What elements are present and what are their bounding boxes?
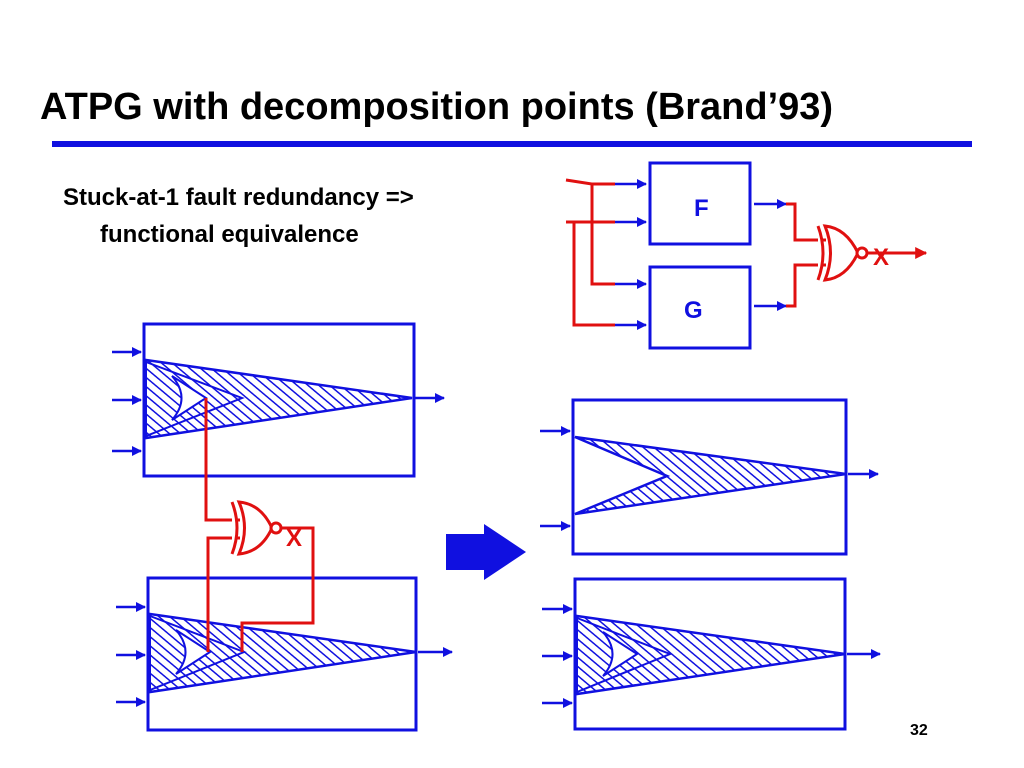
title-underline	[52, 141, 972, 147]
xnor-gate-icon	[816, 224, 869, 282]
block-g-label: G	[684, 297, 703, 324]
right-arrow-icon	[446, 524, 526, 580]
fg-circuit: F G X	[565, 161, 928, 350]
fault-mark-left: X	[286, 525, 302, 552]
right-circuits	[540, 398, 881, 731]
block-input-arrows	[615, 179, 647, 330]
circuit-right-lower-inputs	[542, 604, 573, 708]
cone-notch-right	[602, 631, 639, 677]
statement-line-1: Stuck-at-1 fault redundancy =>	[63, 184, 414, 211]
block-f-label: F	[694, 195, 709, 222]
xnor-gate-icon	[230, 500, 283, 556]
circuit-upper-inputs	[112, 347, 142, 456]
cone-notch-upper	[171, 375, 208, 421]
cone-notch-lower	[175, 629, 212, 675]
block-output-arrows	[754, 199, 787, 311]
primary-input-wires	[565, 178, 615, 327]
block-f	[648, 161, 752, 246]
fault-path-wires	[204, 398, 315, 652]
slide-title: ATPG with decomposition points (Brand’93…	[40, 86, 834, 128]
fault-mark-top: X	[873, 244, 889, 271]
circuit-lower-inputs	[116, 602, 146, 707]
statement-line-2: functional equivalence	[100, 221, 359, 248]
page-number: 32	[910, 722, 928, 739]
left-circuits: X	[112, 322, 453, 732]
block-g	[648, 265, 752, 350]
xnor-input-wires	[786, 202, 826, 308]
circuit-merged-inputs	[540, 426, 571, 531]
cone-merged	[574, 435, 847, 516]
